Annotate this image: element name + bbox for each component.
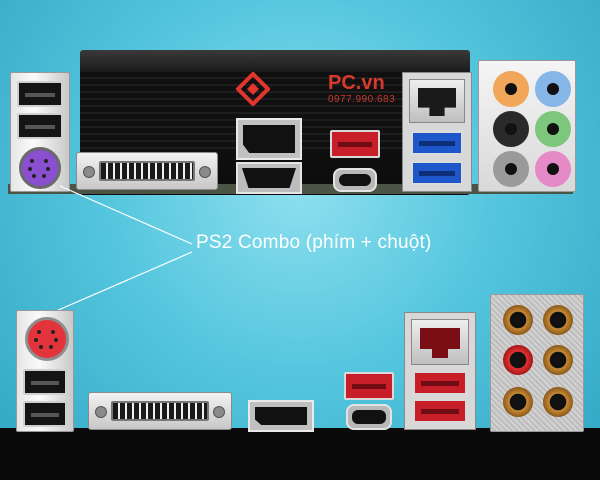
audio-jack-gold-2 xyxy=(543,305,573,335)
usb3-port-top-1 xyxy=(411,131,463,155)
usb-ps2-stack-bottom xyxy=(16,310,74,432)
usb2-port-top-1 xyxy=(17,81,63,107)
audio-panel-bottom xyxy=(490,294,584,432)
audio-jack-gold-1 xyxy=(503,305,533,335)
callout-label: PS2 Combo (phím + chuột) xyxy=(196,232,432,253)
usb3-port-top-2 xyxy=(411,161,463,185)
audio-jack-grey xyxy=(493,151,529,187)
usb2-port-bottom-2 xyxy=(23,401,67,427)
audio-jack-gold-4 xyxy=(503,387,533,417)
audio-jack-gold-3 xyxy=(543,345,573,375)
audio-jack-green xyxy=(535,111,571,147)
lan-port-bottom xyxy=(411,319,469,365)
lan-usb3-stack-top xyxy=(402,72,472,192)
usb-c-port-bottom xyxy=(346,404,392,430)
usb-red-port-top xyxy=(330,130,380,158)
ps2-port-purple xyxy=(19,147,61,189)
usb2-port-bottom-1 xyxy=(23,369,67,395)
displayport-top xyxy=(236,118,302,160)
audio-jack-orange xyxy=(493,71,529,107)
usb2-port-top-2 xyxy=(17,113,63,139)
pcvn-logo xyxy=(235,71,271,107)
usb3-red-port-bottom-2 xyxy=(413,399,467,423)
audio-panel-top xyxy=(478,60,576,192)
hdmi-port-top xyxy=(236,162,302,194)
audio-jack-black xyxy=(493,111,529,147)
pcb-edge-bottom xyxy=(0,428,600,480)
watermark-phone: 0977.990.683 xyxy=(328,94,396,105)
displayport-bottom xyxy=(248,400,314,432)
ps2-combo-port-red xyxy=(25,317,69,361)
lan-port-top xyxy=(409,79,465,123)
audio-jack-red xyxy=(503,345,533,375)
usb-ps2-stack-top xyxy=(10,72,70,192)
dvi-port-top xyxy=(76,152,218,190)
usb-red-port-bottom xyxy=(344,372,394,400)
dvi-port-bottom xyxy=(88,392,232,430)
watermark-brand: PC.vn xyxy=(328,72,385,94)
audio-jack-gold-5 xyxy=(543,387,573,417)
audio-jack-pink xyxy=(535,151,571,187)
audio-jack-blue xyxy=(535,71,571,107)
usb-c-port-top xyxy=(333,168,377,192)
lan-usb-stack-bottom xyxy=(404,312,476,430)
usb3-red-port-bottom-1 xyxy=(413,371,467,395)
